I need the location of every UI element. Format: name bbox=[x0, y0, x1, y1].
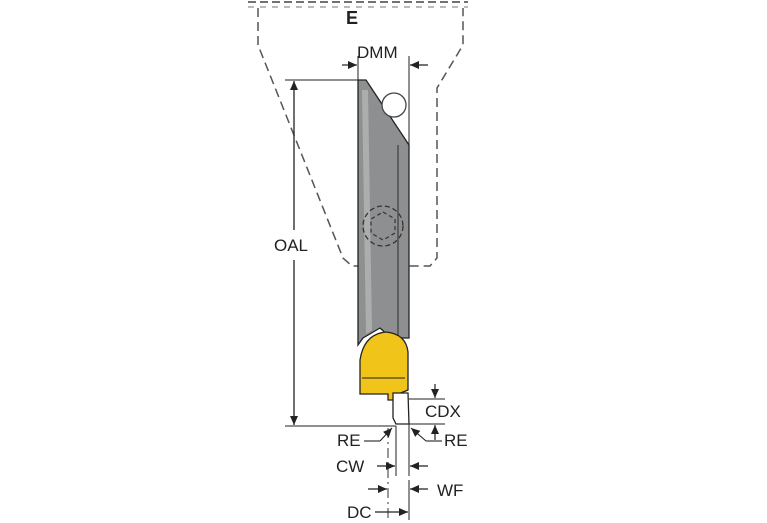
re-left-label: RE bbox=[337, 431, 361, 450]
re-right-label: RE bbox=[444, 431, 468, 450]
cdx-label: CDX bbox=[425, 402, 461, 421]
locating-pin bbox=[381, 92, 407, 118]
oal-label-bg bbox=[272, 232, 316, 256]
clamp-screw-outer bbox=[362, 205, 404, 247]
oal-label: OAL bbox=[274, 236, 308, 255]
wf-label: WF bbox=[437, 481, 463, 500]
cutting-insert bbox=[359, 331, 409, 401]
dc-label: DC bbox=[347, 503, 372, 522]
cw-label: CW bbox=[336, 457, 364, 476]
shank-highlight bbox=[362, 90, 372, 334]
holder-outline bbox=[257, 8, 464, 267]
view-label: E bbox=[346, 8, 358, 28]
re-left-arrow bbox=[379, 427, 393, 442]
insert-tip bbox=[392, 392, 410, 425]
re-right-arrow bbox=[410, 427, 427, 442]
dmm-label: DMM bbox=[357, 43, 398, 62]
